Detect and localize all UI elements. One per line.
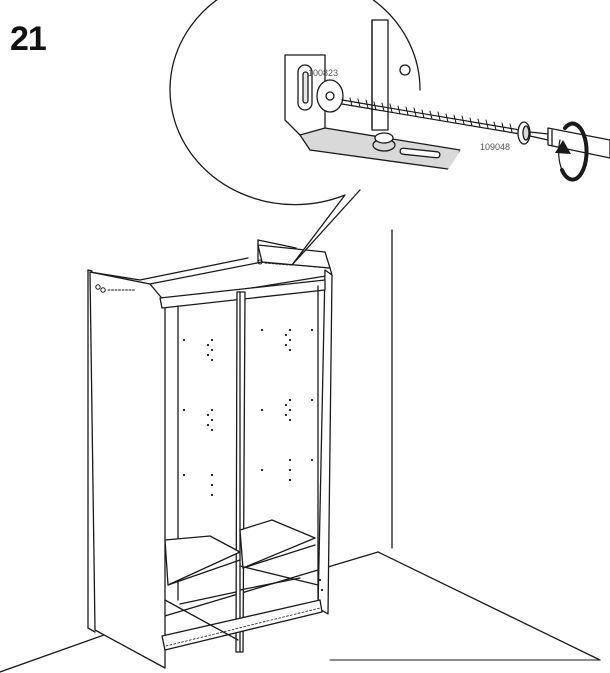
- detail-contents: [284, 19, 461, 171]
- shelf-hole-dots: [182, 328, 324, 592]
- washer-icon: [316, 79, 344, 113]
- side-fittings: [95, 259, 291, 293]
- rotate-clockwise-icon: [555, 121, 589, 182]
- step-number: 21: [10, 20, 47, 58]
- detail-callout: [169, 0, 421, 266]
- part-number-screw: 109048: [480, 142, 510, 152]
- part-number-bracket: 100823: [308, 68, 338, 78]
- screwdriver-icon: [529, 127, 610, 159]
- wardrobe: [87, 239, 333, 669]
- wall-screw-icon: [341, 97, 531, 145]
